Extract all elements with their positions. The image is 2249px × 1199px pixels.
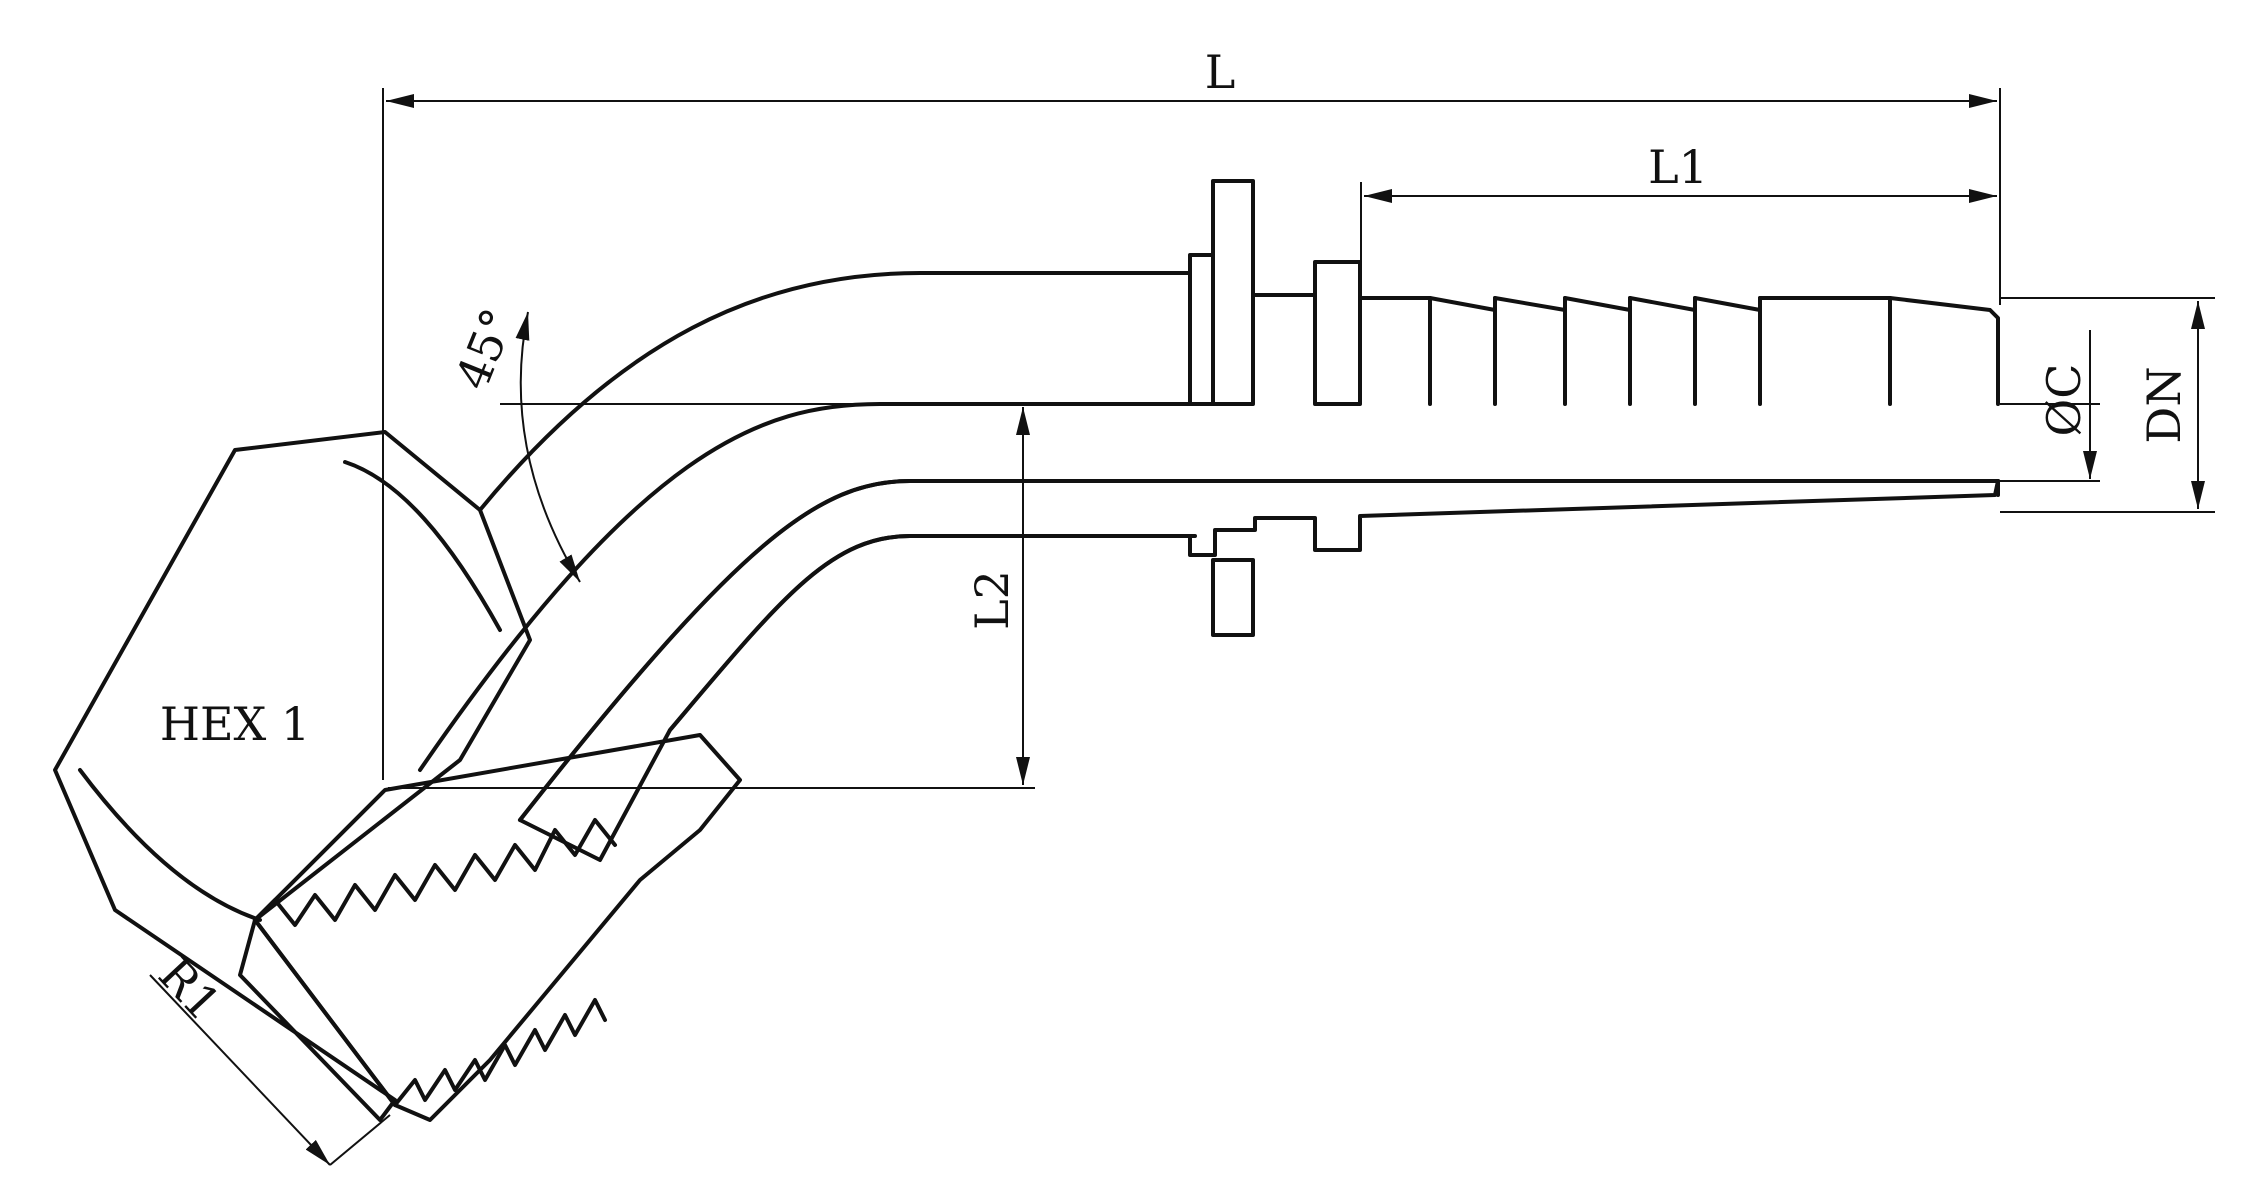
collar bbox=[1188, 179, 1362, 637]
tube-outer-bottom bbox=[668, 534, 1197, 732]
angle-arc bbox=[515, 311, 581, 583]
barbed-tail bbox=[1358, 296, 2000, 497]
r1-ext bbox=[329, 1114, 391, 1166]
label-bore: ØC bbox=[2037, 364, 2091, 437]
tube-bore-bottom bbox=[518, 479, 2000, 822]
dimension-l: L bbox=[382, 45, 2001, 780]
label-angle: 45° bbox=[445, 301, 526, 397]
tube-bore-top bbox=[418, 402, 1217, 772]
label-l2: L2 bbox=[965, 570, 1019, 630]
thread-flank-left bbox=[253, 918, 397, 1107]
tail-top-profile bbox=[1358, 296, 2000, 406]
dimension-l1: L1 bbox=[1360, 140, 1997, 265]
nut-section bbox=[253, 733, 742, 1122]
hex-face-bottom bbox=[78, 768, 262, 922]
dimension-line-r1 bbox=[149, 974, 331, 1166]
label-l1: L1 bbox=[1648, 140, 1708, 194]
hex-nut: HEX 1 bbox=[53, 430, 532, 1122]
dimension-thread: R1 bbox=[148, 947, 391, 1166]
label-dn: DN bbox=[2137, 366, 2191, 443]
tube-outer-top bbox=[478, 271, 1192, 512]
dimension-nominal: DN bbox=[2000, 297, 2215, 513]
collar-left-ring bbox=[1188, 253, 1215, 406]
hex-outline bbox=[53, 430, 532, 1122]
collar-plate-section bbox=[1211, 558, 1255, 637]
hex-face-top bbox=[343, 460, 502, 632]
section-hatching bbox=[518, 479, 2000, 862]
lower-wall-section bbox=[518, 479, 2000, 862]
thread-section bbox=[253, 733, 742, 1122]
label-l: L bbox=[1205, 45, 1236, 99]
dimension-bore: ØC bbox=[2000, 330, 2100, 482]
label-hex: HEX 1 bbox=[160, 697, 310, 751]
thread-teeth-inner bbox=[253, 818, 617, 927]
dimension-angle: 45° bbox=[445, 301, 581, 583]
ferrule-ring bbox=[1313, 260, 1362, 406]
thread-teeth-outer bbox=[393, 998, 607, 1107]
collar-plate bbox=[1211, 179, 1255, 406]
